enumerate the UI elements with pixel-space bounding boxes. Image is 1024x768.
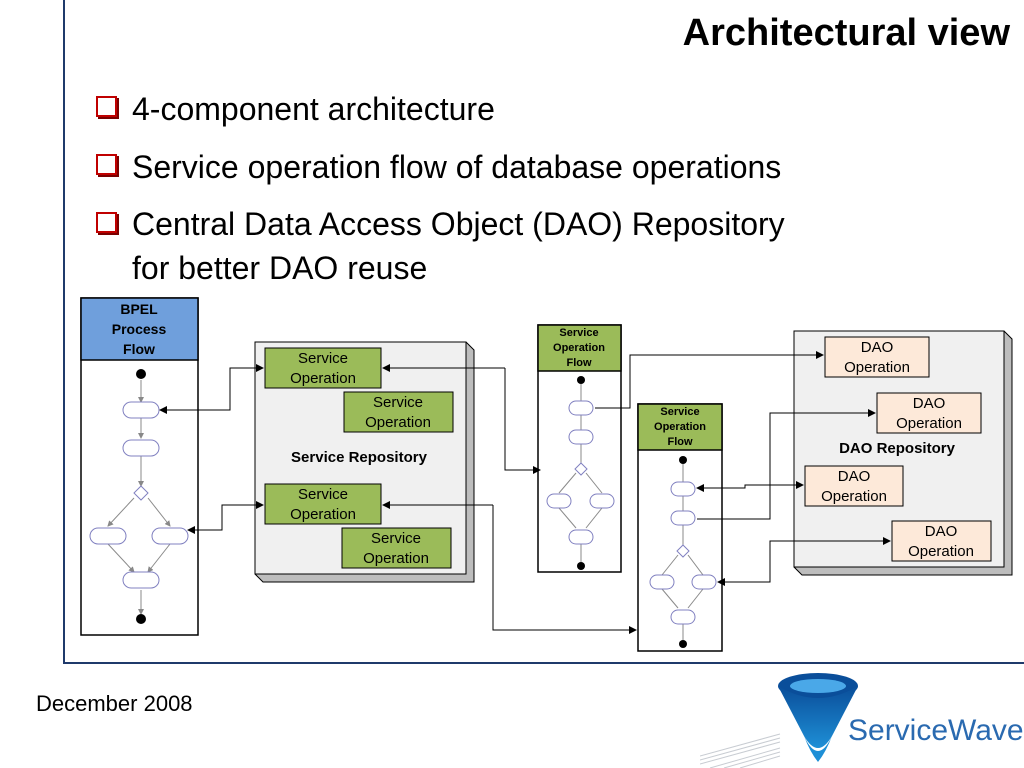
bpel-activity-node	[122, 571, 160, 589]
funnel-logo-icon	[778, 673, 858, 762]
frame-bottom-line	[63, 662, 1024, 664]
svg-text:Operation: Operation	[363, 550, 429, 567]
bpel-label-1: BPEL	[120, 301, 158, 317]
bullet-list: 4-component architecture Service operati…	[96, 86, 976, 302]
bpel-label-2: Process	[112, 321, 167, 337]
servicewave-logo: ServiceWave	[700, 673, 1024, 768]
bullet-text: Central Data Access Object (DAO) Reposit…	[132, 206, 785, 242]
footer-date: December 2008	[36, 691, 193, 716]
bullet-item: Service operation flow of database opera…	[96, 144, 976, 190]
bpel-header	[80, 297, 199, 361]
svg-text:Operation: Operation	[553, 342, 605, 354]
bpel-activity-node	[122, 401, 160, 419]
bullet-text-continuation: for better DAO reuse	[132, 250, 428, 286]
dao-operation-box: DAO Operation	[876, 392, 982, 434]
frame-left-line	[63, 0, 65, 664]
service-repository: Service Repository Service Operation Ser…	[254, 341, 475, 583]
service-operation-flow-2: Service Operation Flow	[637, 403, 723, 652]
dao-operation-box: DAO Operation	[804, 465, 904, 507]
bpel-activity-node	[122, 439, 160, 457]
service-operation-box: Service Operation	[343, 391, 454, 433]
service-repository-label: Service Repository	[291, 449, 428, 466]
bpel-start-node	[136, 369, 146, 379]
dao-operation-box: DAO Operation	[891, 520, 992, 562]
svg-text:Flow: Flow	[667, 436, 692, 448]
checkbox-bullet-icon	[96, 96, 117, 117]
svg-text:Operation: Operation	[290, 370, 356, 387]
service-operation-box: Service Operation	[264, 483, 382, 525]
svg-text:Service: Service	[298, 350, 348, 367]
slide-title: Architectural view	[682, 12, 1010, 54]
bullet-text: Service operation flow of database opera…	[132, 149, 782, 185]
logo-text: ServiceWave	[848, 714, 1024, 747]
bpel-activity-node	[151, 527, 189, 545]
bpel-end-node	[136, 614, 146, 624]
bpel-decision-node	[133, 485, 149, 501]
service-operation-box: Service Operation	[264, 347, 382, 389]
service-operation-box: Service Operation	[341, 527, 452, 569]
bullet-item: Central Data Access Object (DAO) Reposit…	[96, 202, 976, 290]
svg-text:Operation: Operation	[821, 488, 887, 505]
svg-text:Operation: Operation	[844, 359, 910, 376]
connector-arrows	[159, 351, 891, 634]
svg-text:DAO: DAO	[925, 523, 958, 540]
dao-operation-box: DAO Operation	[824, 336, 930, 378]
svg-text:Operation: Operation	[365, 414, 431, 431]
svg-text:Operation: Operation	[908, 543, 974, 560]
svg-text:Service: Service	[371, 530, 421, 547]
bullet-text: 4-component architecture	[132, 91, 495, 127]
dao-repository-label: DAO Repository	[839, 440, 956, 457]
svg-text:Flow: Flow	[566, 357, 591, 369]
svg-text:Service: Service	[373, 394, 423, 411]
bpel-activity-node	[89, 527, 127, 545]
bpel-label-3: Flow	[123, 341, 155, 357]
svg-text:DAO: DAO	[838, 468, 871, 485]
bullet-item: 4-component architecture	[96, 86, 976, 132]
svg-text:Operation: Operation	[896, 415, 962, 432]
svg-text:Service: Service	[559, 327, 598, 339]
bpel-process-flow: BPEL Process Flow	[80, 297, 199, 636]
svg-text:Operation: Operation	[654, 421, 706, 433]
svg-text:DAO: DAO	[913, 395, 946, 412]
svg-text:DAO: DAO	[861, 339, 894, 356]
dao-repository: DAO Repository DAO Operation DAO Operati…	[793, 330, 1013, 576]
svg-text:Service: Service	[298, 486, 348, 503]
svg-text:Service: Service	[660, 406, 699, 418]
service-operation-flow-1: Service Operation Flow	[537, 324, 622, 573]
checkbox-bullet-icon	[96, 154, 117, 175]
checkbox-bullet-icon	[96, 212, 117, 233]
svg-text:Operation: Operation	[290, 506, 356, 523]
